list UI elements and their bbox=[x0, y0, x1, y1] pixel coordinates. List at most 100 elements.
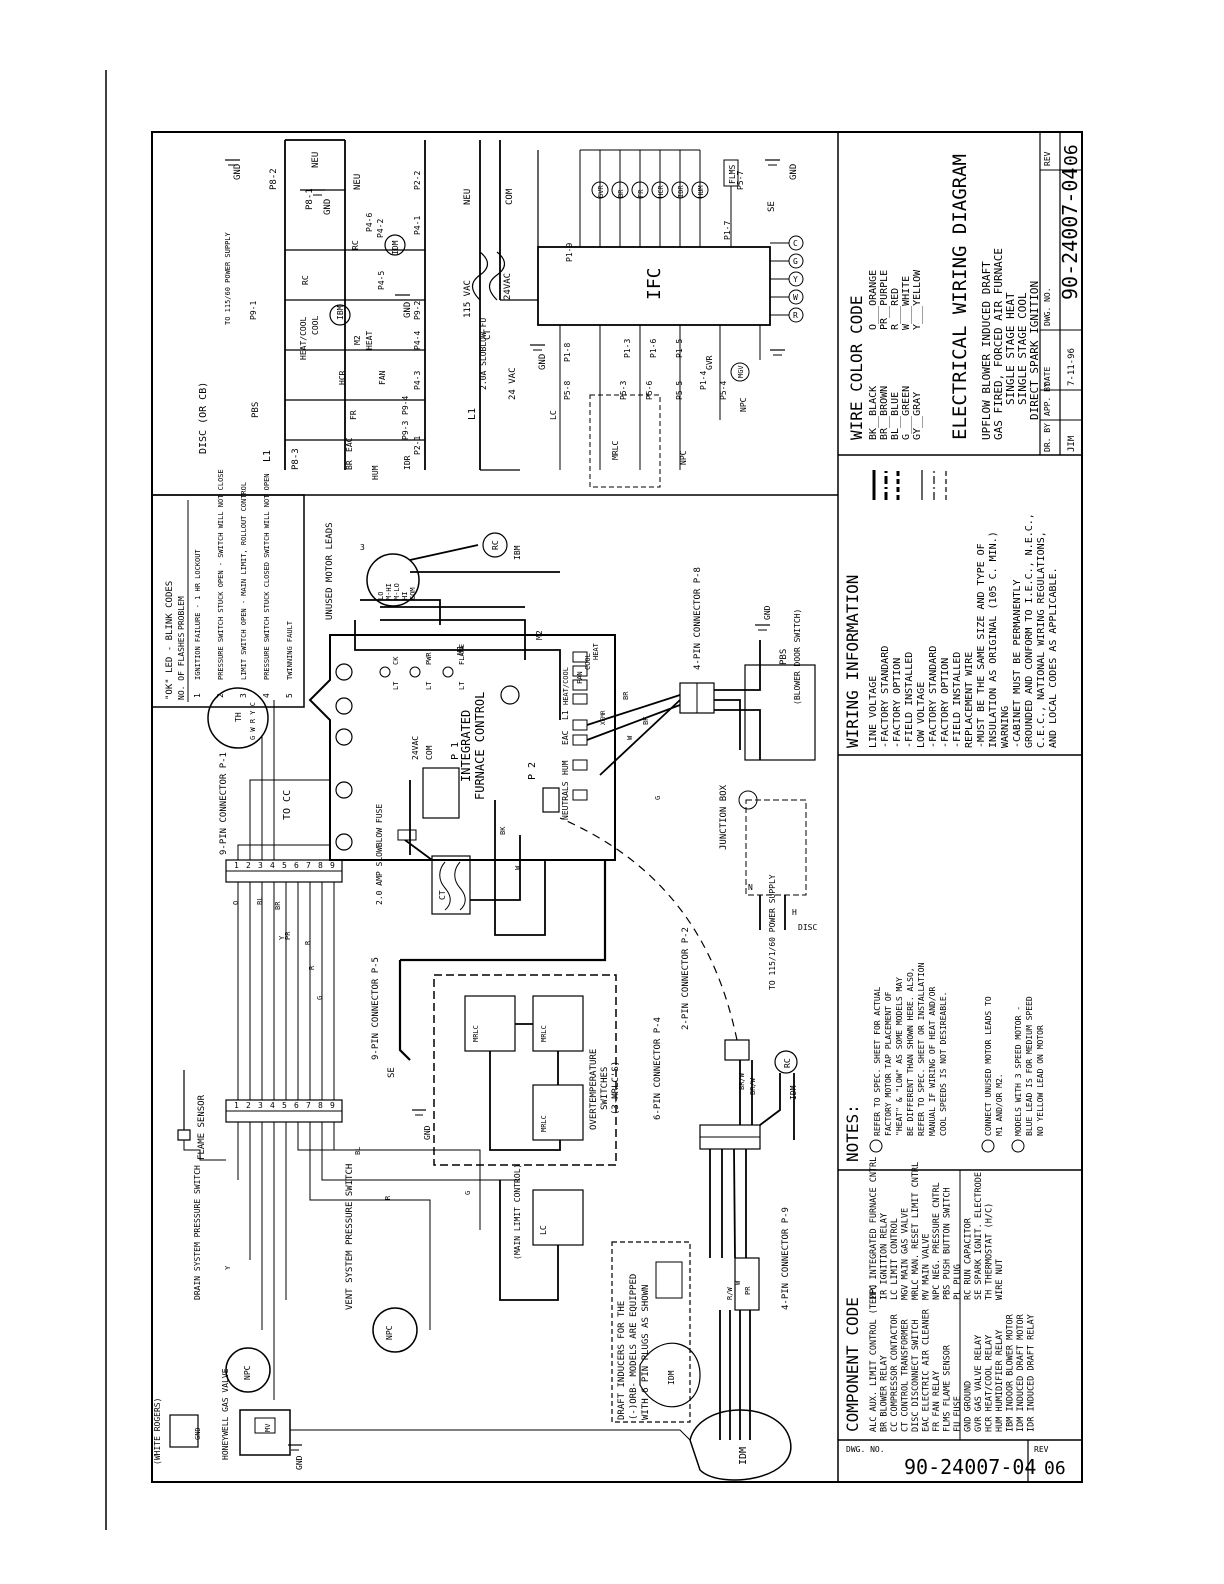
wire-color-label: G bbox=[464, 1191, 472, 1195]
component-code-entry: ALC AUX. LIMIT CONTROL (TEMP) bbox=[869, 1284, 879, 1432]
lbl-rc-2: RC bbox=[783, 1058, 792, 1068]
wiring-info-line: WARNING bbox=[1000, 706, 1011, 748]
component-code-entry: RC RUN CAPACITOR bbox=[964, 1217, 974, 1300]
lbl-white-rogers: (WHITE ROGERS) bbox=[153, 1398, 162, 1465]
ladder-pbs: PBS bbox=[251, 402, 261, 418]
wiring-info-line: AND LOCAL CODES AS APPLICABLE. bbox=[1048, 567, 1059, 748]
ladder-p8-3: P8-3 bbox=[291, 448, 301, 470]
lbl-eac: EAC bbox=[561, 730, 570, 745]
blink-codes-heading: "OK" LED - BLINK CODES bbox=[165, 581, 175, 700]
p9-connector bbox=[734, 1257, 760, 1311]
lbl-gnd-3: GND bbox=[295, 1455, 304, 1470]
lbl-lc: LC bbox=[539, 1225, 548, 1235]
bottom-rev-value: 06 bbox=[1044, 1458, 1066, 1479]
rev-value: 06 bbox=[1061, 144, 1082, 166]
wire-color-label: BK bbox=[499, 826, 507, 835]
ladder-neu-1: NEU bbox=[311, 152, 321, 168]
ladder-p4-1: P4-1 bbox=[413, 216, 422, 235]
lbl-heat-cool: HEAT/COOL bbox=[562, 667, 570, 705]
lbl-gas-valve: HONEYWELL GAS VALVE bbox=[221, 1368, 230, 1460]
diagram-desc-3: SINGLE STAGE HEAT bbox=[1004, 292, 1017, 405]
lbl-l1: L1 bbox=[561, 710, 570, 720]
ladder-24vac: 24VAC bbox=[503, 273, 513, 300]
lbl-overtemp-2: SWITCHES bbox=[600, 1067, 610, 1110]
board-term-y bbox=[335, 728, 353, 746]
component-code-entry: SE SPARK IGNIT. ELECTRODE bbox=[974, 1172, 984, 1300]
lbl-2pin-p2: 2-PIN CONNECTOR P-2 bbox=[681, 927, 691, 1030]
ladder-hum: HUM bbox=[371, 465, 380, 480]
title-block: ELECTRICAL WIRING DIAGRAM UPFLOW BLOWER … bbox=[949, 144, 1082, 452]
p1-pin-number: 1 bbox=[234, 861, 239, 870]
lbl-24vac: 24VAC bbox=[411, 736, 420, 760]
lbl-9pin-p1: 9-PIN CONNECTOR P-1 bbox=[219, 752, 229, 855]
lbl-npc-2: NPC bbox=[385, 1325, 394, 1340]
p1-pin-number: 4 bbox=[270, 861, 275, 870]
ifc-board-outline bbox=[308, 634, 616, 861]
dwg-no-label: DWG. NO. bbox=[1043, 287, 1052, 326]
p5-pin-number: 9 bbox=[330, 1101, 335, 1110]
term-hum bbox=[572, 759, 588, 771]
p2-dashed-arc bbox=[559, 817, 738, 1041]
p1-pin-number: 9 bbox=[330, 861, 335, 870]
lbl-gnd-c: GND bbox=[194, 1427, 202, 1440]
ladder-disc: DISC (OR CB) bbox=[198, 382, 209, 454]
ladder-gnd-3: GND bbox=[403, 302, 413, 318]
lbl-overtemp-1: OVERTEMPERATURE bbox=[589, 1049, 599, 1130]
ladder-mrlc: MRLC bbox=[611, 441, 620, 460]
ibm-motor-ladder bbox=[329, 304, 351, 326]
lbl-m2: M2 bbox=[535, 630, 544, 640]
ladder-p4-3: P4-3 bbox=[413, 371, 422, 390]
ladder-p5-4: P5-4 bbox=[719, 381, 728, 400]
lbl-com: COM bbox=[425, 745, 434, 760]
conn-transformer bbox=[431, 855, 471, 915]
app-by-label: APP. BY bbox=[1043, 382, 1052, 416]
blink-row-problem: PRESSURE SWITCH STUCK OPEN - SWITCH WILL… bbox=[217, 469, 225, 680]
blink-row-problem: PRESSURE SWITCH STUCK CLOSED SWITCH WILL… bbox=[263, 473, 271, 680]
ladder-p9-2: P9-2 bbox=[413, 301, 422, 320]
ladder-p1-8: P1-8 bbox=[563, 343, 572, 362]
wire-color-entry: W___WHITE bbox=[901, 276, 912, 330]
led-ck bbox=[379, 666, 391, 678]
p1-pin-number: 6 bbox=[294, 861, 299, 870]
lbl-6pin-p4: 6-PIN CONNECTOR P-4 bbox=[653, 1017, 663, 1120]
blink-row-number: 4 bbox=[262, 693, 271, 698]
term-neutral bbox=[572, 789, 588, 801]
wire-color-label: BR/W bbox=[738, 1072, 746, 1090]
drain-pressure-switch bbox=[225, 1347, 271, 1393]
component-code: COMPONENT CODE ALC AUX. LIMIT CONTROL (T… bbox=[843, 1157, 1037, 1432]
diagram-desc-2: GAS FIRED, FORCED AIR FURNACE bbox=[992, 248, 1005, 440]
ladder-p5-6: P5-6 bbox=[645, 381, 654, 400]
ladder-se: SE bbox=[767, 201, 777, 212]
gas-valve bbox=[239, 1409, 291, 1456]
component-code-entry: HUM HUMIDIFIER RELAY bbox=[995, 1330, 1005, 1432]
ladder-ifc: IFC bbox=[644, 267, 665, 300]
rev-label: REV bbox=[1043, 151, 1052, 166]
board-term-g bbox=[335, 781, 353, 799]
p2-socket bbox=[542, 787, 560, 813]
component-code-entry: CT CONTROL TRANSFORMER bbox=[901, 1319, 911, 1432]
blink-row-problem: IGNITION FAILURE - 1 HR LOCKOUT bbox=[194, 549, 202, 680]
lbl-se: SE bbox=[387, 1067, 397, 1078]
ladder-p1-3: P1-3 bbox=[623, 339, 632, 358]
wiring-info-line: LOW VOLTAGE bbox=[916, 682, 927, 748]
wire-color-label: R bbox=[384, 1195, 392, 1200]
p2-connector bbox=[724, 1039, 750, 1061]
ladder-gnd-1: GND bbox=[233, 164, 243, 180]
blower-motor bbox=[366, 553, 420, 607]
note-2-marker bbox=[981, 1139, 995, 1153]
p1-pin-number: 2 bbox=[246, 861, 251, 870]
junction-box bbox=[745, 799, 807, 896]
ladder-rc: RC bbox=[301, 275, 310, 285]
ladder-p2-2: P2-2 bbox=[413, 171, 422, 190]
ladder-thermo-label: Y bbox=[793, 275, 798, 284]
ladder-p4-4: P4-4 bbox=[413, 331, 422, 350]
bottom-dwg-value: 90-24007-04 bbox=[904, 1455, 1036, 1479]
ladder-p4-2: P4-2 bbox=[376, 219, 385, 238]
wire-color-entry: O___ORANGE bbox=[868, 270, 879, 330]
lbl-9pin-p5: 9-PIN CONNECTOR P-5 bbox=[371, 957, 381, 1060]
wiring-info-line: REPLACEMENT WIRE bbox=[964, 652, 975, 748]
idm-run-capacitor bbox=[774, 1050, 798, 1074]
lbl-ifc-2: FURNACE CONTROL bbox=[473, 692, 487, 800]
ladder-relay-label: HCR bbox=[657, 185, 665, 198]
